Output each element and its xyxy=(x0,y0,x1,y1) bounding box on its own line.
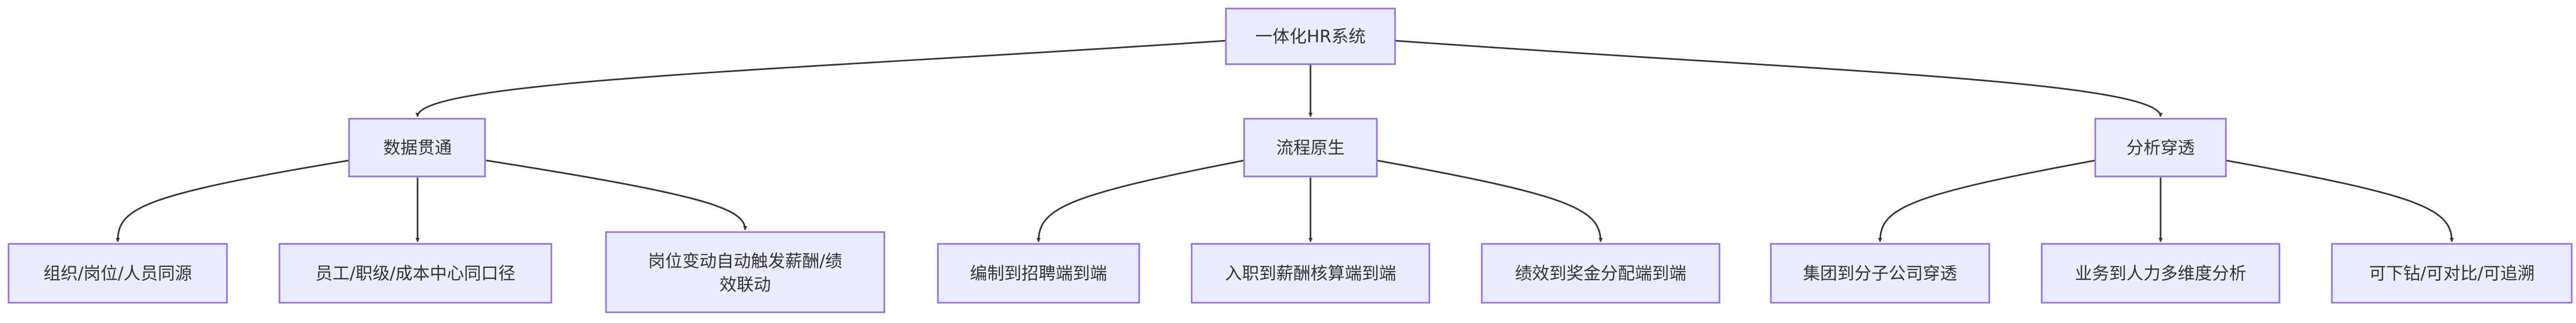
node-branch-analysis: 分析穿透 xyxy=(2094,118,2227,178)
node-leaf-data-3-label-line-2: 效联动 xyxy=(719,274,771,295)
edge-process-to-leaf-1 xyxy=(1036,159,1245,242)
node-leaf-data-2-label: 员工/职级/成本中心同口径 xyxy=(315,263,516,283)
node-leaf-process-3: 绩效到奖金分配端到端 xyxy=(1481,243,1721,304)
node-leaf-data-1-label: 组织/岗位/人员同源 xyxy=(43,263,192,283)
node-leaf-analysis-3: 可下钻/可对比/可追溯 xyxy=(2331,243,2573,304)
node-leaf-process-1-label: 编制到招聘端到端 xyxy=(970,263,1107,283)
node-root-label: 一体化HR系统 xyxy=(1255,26,1366,47)
node-leaf-data-3: 岗位变动自动触发薪酬/绩 效联动 xyxy=(605,231,885,313)
node-leaf-analysis-3-label: 可下钻/可对比/可追溯 xyxy=(2369,263,2535,283)
node-leaf-data-2: 员工/职级/成本中心同口径 xyxy=(278,243,552,304)
node-leaf-analysis-1: 集团到分子公司穿透 xyxy=(1770,243,1990,304)
node-leaf-process-2: 入职到薪酬核算端到端 xyxy=(1191,243,1430,304)
node-branch-analysis-label: 分析穿透 xyxy=(2126,137,2195,158)
node-leaf-process-1: 编制到招聘端到端 xyxy=(937,243,1140,304)
edge-process-to-leaf-3 xyxy=(1376,159,1603,242)
edge-root-to-analysis xyxy=(1394,40,2163,117)
node-leaf-process-3-label: 绩效到奖金分配端到端 xyxy=(1515,263,1686,283)
node-branch-process-label: 流程原生 xyxy=(1276,137,1345,158)
node-branch-process: 流程原生 xyxy=(1243,118,1378,178)
node-root: 一体化HR系统 xyxy=(1225,7,1396,65)
node-branch-data-label: 数据贯通 xyxy=(383,137,452,158)
edge-data-to-leaf-1 xyxy=(116,159,350,242)
node-leaf-analysis-2: 业务到人力多维度分析 xyxy=(2041,243,2280,304)
node-leaf-data-1: 组织/岗位/人员同源 xyxy=(7,243,228,304)
node-leaf-analysis-1-label: 集团到分子公司穿透 xyxy=(1803,263,1957,283)
node-leaf-process-2-label: 入职到薪酬核算端到端 xyxy=(1225,263,1396,283)
edge-root-to-data xyxy=(415,40,1226,117)
node-leaf-analysis-2-label: 业务到人力多维度分析 xyxy=(2075,263,2246,283)
node-leaf-data-3-label-line-1: 岗位变动自动触发薪酬/绩 xyxy=(648,251,843,271)
edge-analysis-to-leaf-3 xyxy=(2225,159,2454,242)
edge-data-to-leaf-3 xyxy=(486,159,747,230)
edge-analysis-to-leaf-1 xyxy=(1878,159,2096,242)
node-branch-data: 数据贯通 xyxy=(348,118,486,178)
